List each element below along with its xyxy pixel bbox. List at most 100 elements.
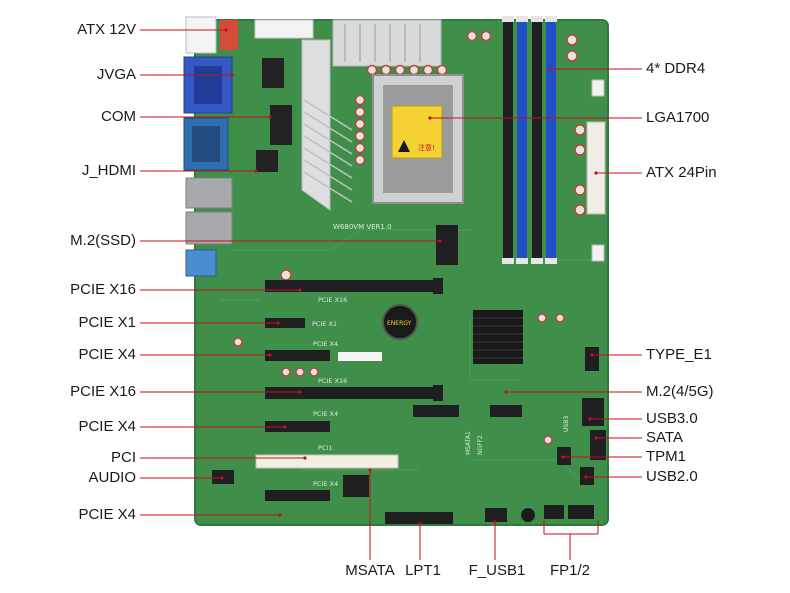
audio-jack-block (185, 249, 217, 277)
lpt-header (385, 512, 453, 524)
leader-lines (140, 28, 642, 560)
left-leader-dot-1 (224, 28, 228, 32)
left-label-3: COM (101, 108, 136, 125)
dimm-slot-3 (532, 20, 542, 260)
cmos-battery-brand: ENERGY (387, 320, 412, 327)
pcie-x1-slot (265, 318, 305, 328)
left-leader-dot-2 (230, 73, 234, 77)
atx24-connector (586, 121, 606, 215)
right-label-2: LGA1700 (646, 109, 710, 126)
buzzer (521, 508, 535, 522)
left-label-11: PCI (110, 449, 136, 466)
lan-port (185, 211, 233, 245)
dimm-clips (502, 16, 557, 264)
top-power-connector (254, 19, 314, 39)
right-leader-dot-6 (588, 417, 592, 421)
left-label-2: JVGA (96, 66, 136, 83)
left-label-5: M.2(SSD) (70, 232, 136, 249)
right-label-1: 4* DDR4 (646, 60, 706, 77)
right-leader-dot-1 (548, 67, 552, 71)
left-leader-dot-5 (438, 239, 442, 243)
left-leader-dot-7 (276, 321, 280, 325)
m2-ssd-slot (436, 225, 458, 265)
left-label-8: PCIE X4 (78, 346, 136, 363)
fp2-header (568, 505, 594, 519)
pch-heatsink (473, 310, 523, 364)
top-heatsink (332, 19, 442, 67)
pcie-x16-silk-1: PCIE X16 (318, 296, 347, 304)
pcie-x16-slot-1 (265, 280, 435, 292)
fp1-header (544, 505, 564, 519)
cmos-battery (382, 304, 418, 340)
cpu-warning-text: 注意! (418, 143, 435, 152)
sata-connector (590, 430, 606, 460)
pcie-x16-slot-1-latch (433, 278, 443, 294)
pcie-x16-slot-2-latch (433, 385, 443, 401)
bottom-leader-dot-msata (368, 468, 372, 472)
left-leader-dot-11 (303, 456, 307, 460)
right-leader-dot-4 (590, 353, 594, 357)
pcie-x1-silk: PCIE X1 (312, 320, 337, 328)
left-label-1: ATX 12V (77, 21, 136, 38)
cpu-warning-icon (398, 140, 410, 152)
left-leader-dot-3 (268, 115, 272, 119)
right-label-8: TPM1 (646, 448, 687, 465)
left-label-10: PCIE X4 (78, 418, 136, 435)
left-leader-dot-13 (278, 513, 282, 517)
left-leader-dot-8 (268, 353, 272, 357)
pch-heatsink-fins (473, 317, 523, 359)
left-label-13: PCIE X4 (78, 506, 136, 523)
vrm-heatsink-fins (303, 99, 353, 203)
msata-slot (413, 405, 459, 417)
bottom-leader-dot-fusb (493, 520, 497, 524)
pcie-x4-silk-1: PCIE X4 (313, 340, 338, 348)
pcie-x4-silk-3: PCIE X4 (313, 480, 338, 488)
bottom-leader-dot-lpt (418, 522, 422, 526)
vga-port-inner (194, 66, 222, 104)
right-leader-dot-8 (561, 455, 565, 459)
pcie-x4-silk-2: PCIE X4 (313, 410, 338, 418)
right-leader-dot-3 (594, 171, 598, 175)
left-label-6: PCIE X16 (70, 281, 136, 298)
hdmi-port (185, 177, 233, 209)
board-name-text: W680VM VER1.0 (333, 223, 392, 231)
left-label-12: AUDIO (88, 469, 136, 486)
ngff-silk: NGFF2 (477, 435, 484, 455)
pcie-x4-slot-2 (265, 421, 330, 432)
right-leader-dot-7 (594, 436, 598, 440)
left-label-7: PCIE X1 (78, 314, 136, 331)
pcie-x16-slot-2 (265, 387, 435, 399)
right-label-9: USB2.0 (646, 468, 698, 485)
board-sticker (338, 352, 382, 361)
atx12v-connector-red (220, 20, 238, 50)
bottom-label-fp12: FP1/2 (549, 562, 591, 579)
right-leader-dot-2 (428, 116, 432, 120)
capacitors (233, 30, 586, 445)
dimm-slot-4 (546, 20, 556, 260)
left-leader-dot-10 (283, 425, 287, 429)
right-label-7: SATA (646, 429, 683, 446)
right-label-5: M.2(4/5G) (646, 383, 714, 400)
usb3-header (582, 398, 604, 426)
bottom-label-lpt1: LPT1 (405, 562, 441, 579)
pcie-x16-silk-2: PCIE X16 (318, 377, 347, 385)
atx12v-connector (185, 16, 217, 54)
pci-silk: PCI1 (318, 444, 333, 452)
pcie-x4-slot-3 (265, 490, 330, 501)
left-leader-dot-9 (298, 390, 302, 394)
dimm-slot-1 (503, 20, 513, 260)
left-pin-headers (256, 58, 292, 172)
pcie-x4-slot-1 (265, 350, 330, 361)
left-label-9: PCIE X16 (70, 383, 136, 400)
type-e1-connector (585, 347, 599, 371)
super-io-chip (343, 475, 369, 497)
com-port-inner (192, 126, 220, 162)
left-label-4: J_HDMI (81, 162, 136, 179)
vrm-heatsink (301, 39, 331, 211)
right-leader-dot-9 (584, 475, 588, 479)
right-label-3: ATX 24Pin (646, 164, 717, 181)
right-label-6: USB3.0 (646, 410, 698, 427)
right-label-4: TYPE_E1 (646, 346, 712, 363)
pci-slot (255, 454, 399, 469)
